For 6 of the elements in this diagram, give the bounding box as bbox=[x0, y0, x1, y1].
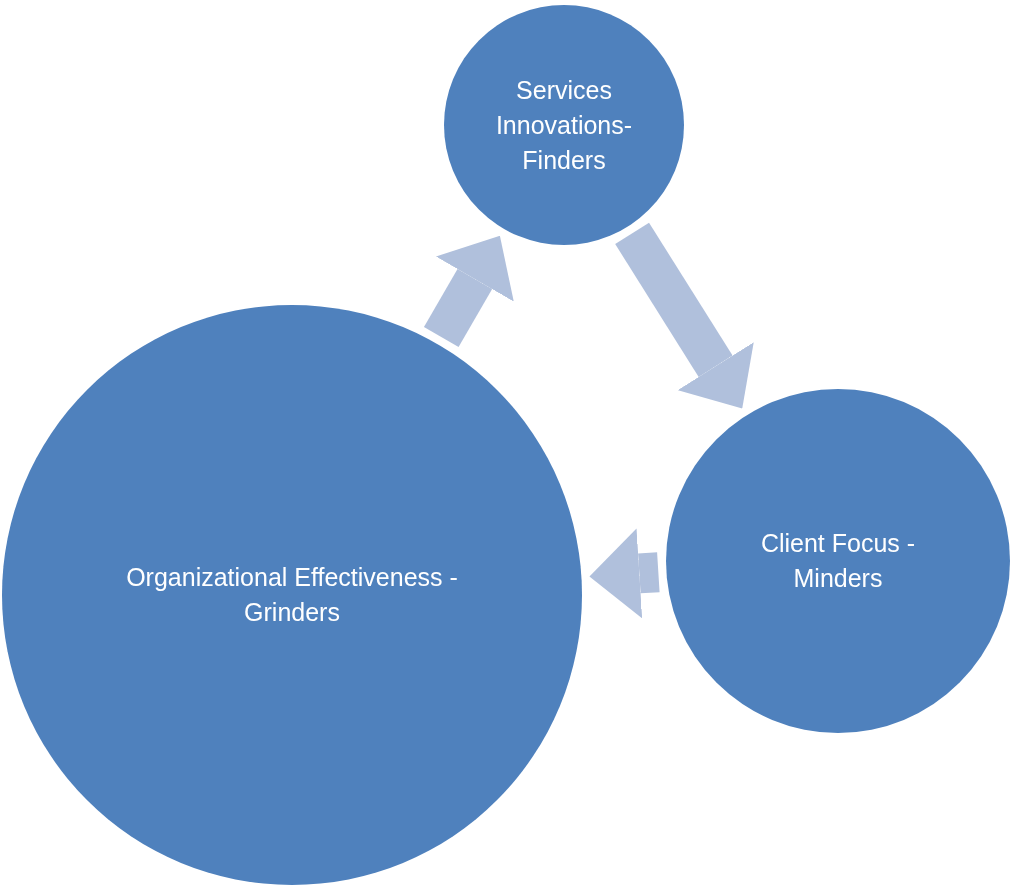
node-label: Client Focus - Minders bbox=[759, 528, 917, 594]
node-label: Organizational Effectiveness - Grinders bbox=[125, 562, 459, 628]
block-arrow bbox=[615, 222, 754, 409]
node-label: Services Innovations-Finders bbox=[494, 74, 634, 176]
block-arrow bbox=[589, 528, 660, 619]
block-arrow bbox=[423, 235, 514, 348]
